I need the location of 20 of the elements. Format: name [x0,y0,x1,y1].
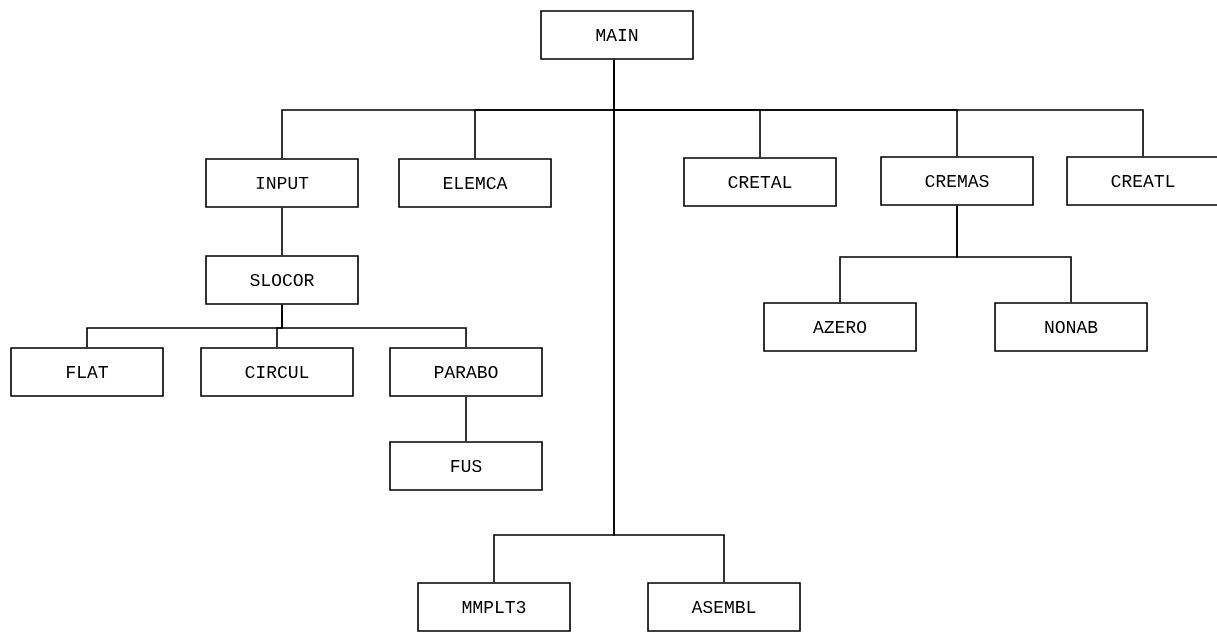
module-box: CRETAL [683,157,837,207]
module-box: NONAB [994,302,1148,352]
connector-line [465,396,467,442]
module-box: CREATL [1066,156,1217,206]
module-box: CIRCUL [200,347,354,397]
connector-line [613,59,725,583]
connector-line [281,304,467,348]
module-box: PARABO [389,347,543,397]
module-box: FUS [389,441,543,491]
module-box: AZERO [763,302,917,352]
module-box: SLOCOR [205,255,359,305]
module-box: ASEMBL [647,582,801,632]
connector-line [956,205,1072,303]
module-box: MMPLT3 [417,582,571,632]
module-box: FLAT [10,347,164,397]
connector-line [281,207,283,256]
module-box: ELEMCA [398,158,552,208]
module-box: CREMAS [880,156,1034,206]
module-box: INPUT [205,158,359,208]
module-box: MAIN [540,10,694,60]
